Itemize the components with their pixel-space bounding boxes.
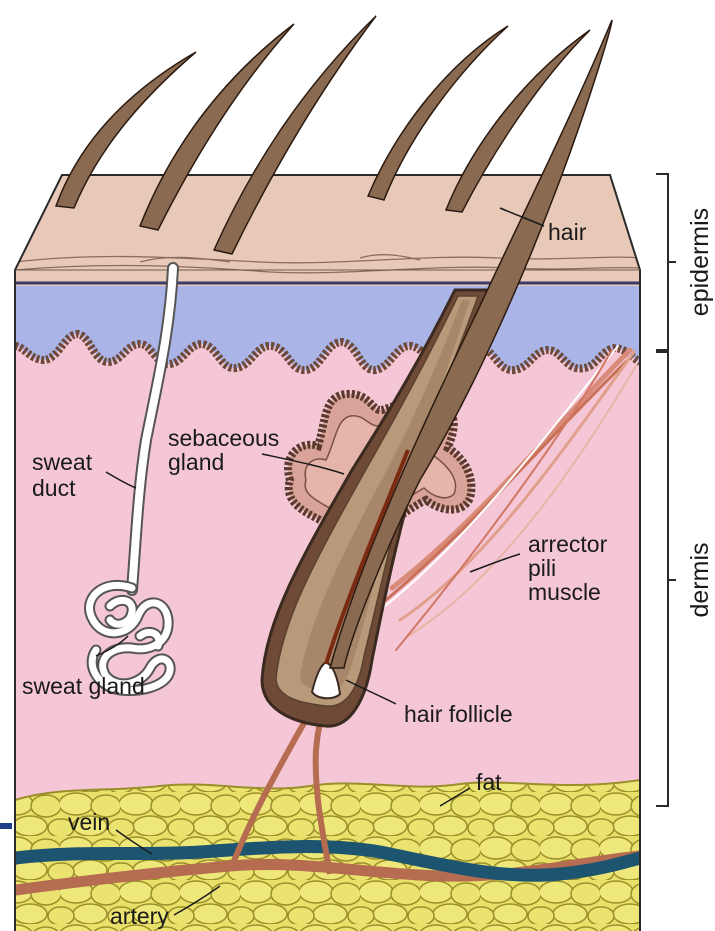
label-artery: artery [110, 903, 169, 929]
bracket-dermis [656, 352, 676, 806]
label-epidermis: epidermis [686, 208, 714, 316]
label-hair-follicle: hair follicle [404, 701, 513, 727]
bracket-epidermis [656, 174, 676, 350]
label-vein: vein [68, 809, 110, 835]
label-sweat-gland: sweat gland [22, 673, 145, 699]
label-hair: hair [548, 219, 587, 245]
label-arrector-line3: muscle [528, 579, 601, 605]
label-fat: fat [476, 769, 502, 795]
label-sweat-duct-line2: duct [32, 475, 76, 501]
hair-shaft-3 [368, 26, 508, 200]
label-sebaceous-gland-line2: gland [168, 449, 224, 475]
label-sebaceous-gland-line1: sebaceous [168, 425, 279, 451]
label-arrector-line1: arrector [528, 531, 608, 557]
label-sweat-duct-line1: sweat [32, 449, 93, 475]
label-dermis: dermis [686, 542, 714, 617]
label-arrector-line2: pili [528, 555, 556, 581]
